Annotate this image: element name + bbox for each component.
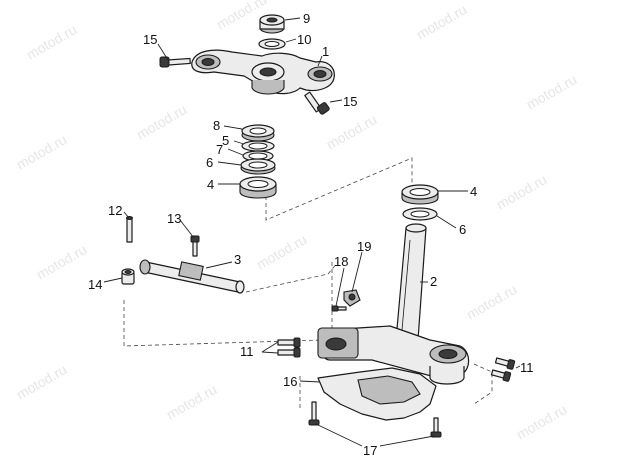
part-16-cover-plate: [317, 367, 437, 421]
part-10-washer: [258, 38, 286, 50]
part-17-screw-left: [308, 401, 320, 426]
watermark-text: motod.ru: [14, 361, 70, 402]
callout-2: 2: [430, 274, 437, 289]
callout-12: 12: [108, 203, 122, 218]
part-12-pin: [126, 216, 133, 243]
callout-10: 10: [297, 32, 311, 47]
part-8-dust-seal: [241, 124, 275, 142]
callout-15: 15: [343, 94, 357, 109]
part-4-bearing-lower: [401, 184, 439, 205]
callout-14: 14: [88, 277, 102, 292]
part-11-bolts-left: [277, 337, 301, 358]
callout-11: 11: [520, 360, 534, 375]
part-4-bearing-upper: [239, 176, 277, 199]
guide-line: [265, 157, 413, 221]
callout-19: 19: [357, 239, 371, 254]
callout-6: 6: [206, 155, 213, 170]
callout-13: 13: [167, 211, 181, 226]
part-2-steering-stem: [395, 223, 427, 341]
watermark-text: motod.ru: [14, 131, 70, 172]
watermark-text: motod.ru: [514, 401, 570, 442]
watermark-text: motod.ru: [164, 381, 220, 422]
part-19-bracket: [343, 289, 361, 307]
part-6-seal-upper: [240, 158, 276, 175]
callout-18: 18: [334, 254, 348, 269]
watermark-text: motod.ru: [464, 281, 520, 322]
callout-16: 16: [283, 374, 297, 389]
part-9-nut: [259, 14, 285, 34]
part-1-upper-triple-clamp: [191, 49, 335, 95]
assembly-guides: [123, 157, 493, 408]
callout-17: 17: [363, 443, 377, 458]
part-15-bolt-left: [159, 56, 191, 68]
callout-4: 4: [470, 184, 477, 199]
part-13-screw: [190, 235, 200, 257]
watermark-text: motod.ru: [524, 71, 580, 112]
watermark-text: motod.ru: [134, 101, 190, 142]
part-11-bolts-right: [490, 357, 516, 382]
part-18-screw: [331, 305, 347, 312]
part-2-lower-triple-clamp: [317, 325, 470, 385]
guide-line: [123, 300, 323, 347]
callout-5: 5: [222, 133, 229, 148]
part-3-steering-damper: [139, 259, 245, 294]
watermark-text: motod.ru: [34, 241, 90, 282]
part-7-ring: [242, 150, 274, 162]
part-5-washer: [241, 140, 275, 152]
guide-line: [245, 261, 339, 293]
callout-6: 6: [459, 222, 466, 237]
watermark-text: motod.ru: [494, 171, 550, 212]
part-15-bolt-right: [304, 91, 330, 115]
guide-line: [473, 363, 493, 405]
callout-labels: 9 10 1 15 15 8 5 7 6 4 4 6 12 13 3 14 18…: [88, 11, 534, 458]
watermark-text: motod.ru: [24, 21, 80, 62]
leader-lines: [103, 17, 521, 447]
callout-11: 11: [240, 344, 254, 359]
callout-4: 4: [207, 177, 214, 192]
callout-8: 8: [213, 118, 220, 133]
callout-15: 15: [143, 32, 157, 47]
watermark-text: motod.ru: [254, 231, 310, 272]
callout-7: 7: [216, 142, 223, 157]
part-17-screw-right: [430, 417, 442, 438]
part-14-bushing: [121, 268, 135, 285]
watermark-text: motod.ru: [414, 1, 470, 42]
watermark-text: motod.ru: [324, 111, 380, 152]
part-6-seal-lower: [402, 207, 438, 221]
callout-3: 3: [234, 252, 241, 267]
callout-9: 9: [303, 11, 310, 26]
callout-1: 1: [322, 44, 329, 59]
